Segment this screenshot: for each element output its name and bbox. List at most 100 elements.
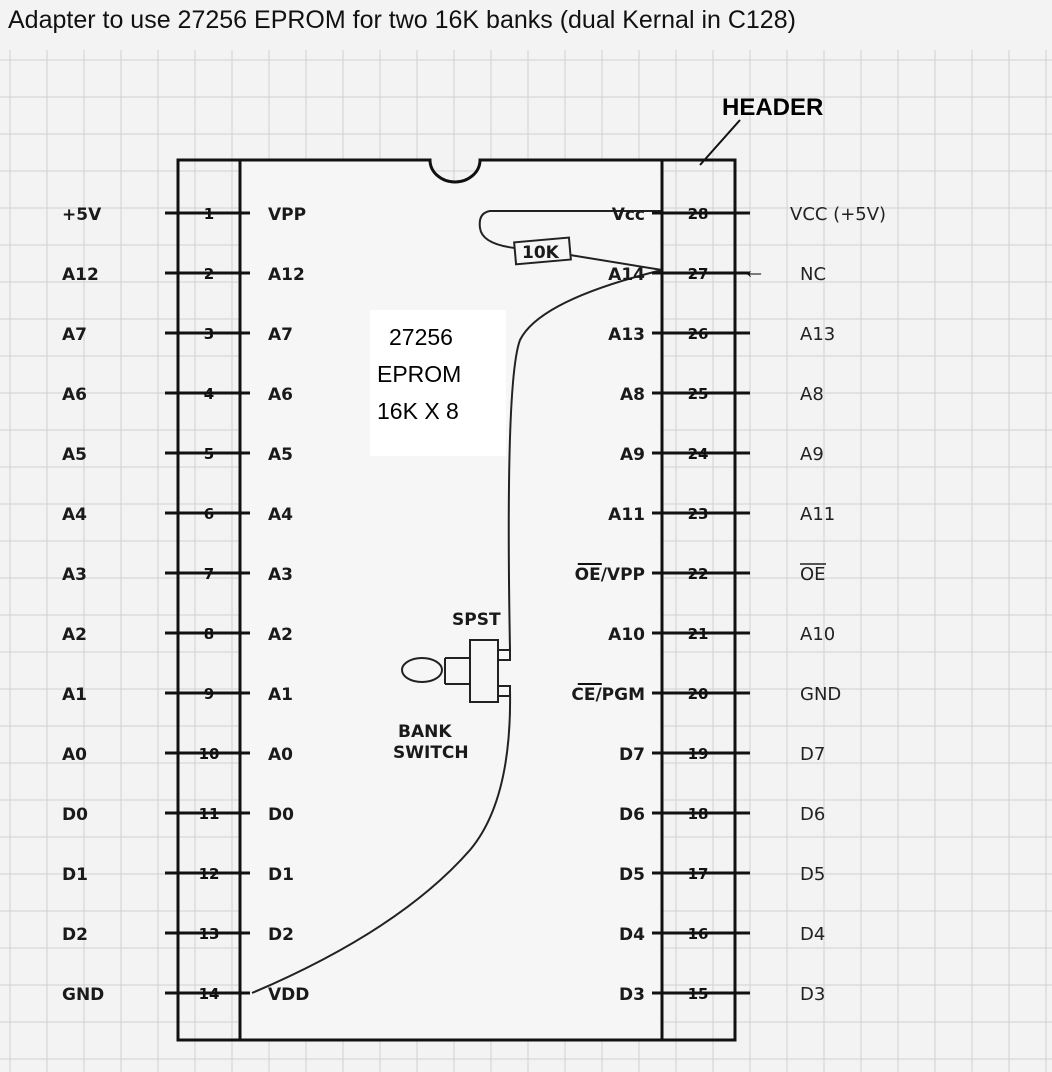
chip-pin-label: A12 xyxy=(268,265,305,285)
pin-number: 9 xyxy=(204,685,214,703)
header-pin-label: A1 xyxy=(62,685,87,705)
pin-lead xyxy=(165,499,250,527)
pin-lead xyxy=(652,619,750,647)
header-pin-label: A3 xyxy=(62,565,87,585)
header-pin-label: D4 xyxy=(800,924,825,945)
header-pin-label: D3 xyxy=(800,984,825,1005)
pin-number: 13 xyxy=(199,925,220,943)
pin-lead xyxy=(165,319,250,347)
pin-number: 22 xyxy=(688,565,709,583)
left-header-strip xyxy=(176,158,242,1042)
header-pin-label: A10 xyxy=(800,624,835,645)
chip-pin-label: A6 xyxy=(268,385,293,405)
pin-number: 15 xyxy=(688,985,709,1003)
pin-number: 3 xyxy=(204,325,214,343)
chip-pin-label: VDD xyxy=(268,985,309,1005)
chip-label-box xyxy=(370,310,506,456)
pin-number: 16 xyxy=(688,925,709,943)
pin-lead xyxy=(165,979,250,1007)
chip-pin-label: D4 xyxy=(619,925,645,945)
chip-pin-label: A8 xyxy=(620,385,645,405)
pin-lead xyxy=(165,439,250,467)
eprom-chip-body xyxy=(238,158,664,1042)
pin-number: 14 xyxy=(199,985,220,1003)
header-pin-label: A12 xyxy=(62,265,99,285)
pin-lead xyxy=(165,739,250,767)
pin-number: 8 xyxy=(204,625,214,643)
chip-pin-label: A14 xyxy=(608,265,645,285)
pin-lead xyxy=(652,379,750,407)
pin-lead xyxy=(652,679,750,707)
switch-to-vdd-wire xyxy=(251,689,512,994)
pin-number: 18 xyxy=(688,805,709,823)
pin-number: 1 xyxy=(204,205,214,223)
pin-lead xyxy=(652,859,750,887)
header-pin-label: A6 xyxy=(62,385,87,405)
switch-type-label: SPST xyxy=(452,610,501,630)
pin-lead xyxy=(652,259,750,287)
spst-switch-icon[interactable] xyxy=(401,639,511,703)
header-pin-label: D1 xyxy=(62,865,88,885)
chip-pin-label: D6 xyxy=(619,805,645,825)
header-pin-label: A0 xyxy=(62,745,87,765)
chip-pin-label: D0 xyxy=(268,805,294,825)
pin-number: 21 xyxy=(688,625,709,643)
pin-lead xyxy=(652,919,750,947)
chip-pin-label: D3 xyxy=(619,985,645,1005)
chip-pin-label: Vcc xyxy=(612,205,645,225)
header-pin-label: D7 xyxy=(800,744,825,765)
pin-lead xyxy=(165,199,250,227)
vcc-pullup-wire xyxy=(478,210,662,249)
header-pin-label: A8 xyxy=(800,384,824,405)
header-pin-label: GND xyxy=(62,985,104,1005)
chip-pin-label: A5 xyxy=(268,445,293,465)
pin-lead xyxy=(165,919,250,947)
header-pin-label: D5 xyxy=(800,864,825,885)
header-pin-label: A7 xyxy=(62,325,87,345)
header-pin-label: NC xyxy=(800,264,826,285)
pin-number: 6 xyxy=(204,505,214,523)
chip-pin-label: A11 xyxy=(608,505,645,525)
pin-number: 17 xyxy=(688,865,709,883)
switch-label-bank: BANK xyxy=(398,722,452,742)
chip-pin-label: D2 xyxy=(268,925,294,945)
header-pin-label: VCC (+5V) xyxy=(790,204,886,225)
pin-number: 7 xyxy=(204,565,214,583)
header-pin-label: D2 xyxy=(62,925,88,945)
pin-number: 24 xyxy=(688,445,709,463)
pin-lead xyxy=(165,619,250,647)
pin-lead xyxy=(652,799,750,827)
resistor-10k xyxy=(513,236,572,266)
resistor-to-a14-wire xyxy=(569,254,663,271)
header-pin-label: A11 xyxy=(800,504,835,525)
pin-number: 28 xyxy=(688,205,709,223)
pin-lead xyxy=(652,739,750,767)
chip-part-number: 27256 xyxy=(389,324,453,350)
a14-to-switch-wire xyxy=(507,269,663,651)
pin-number: 4 xyxy=(204,385,214,403)
chip-pin-label: A3 xyxy=(268,565,293,585)
resistor-value: 10K xyxy=(522,243,560,263)
chip-pin-label: OE/VPP xyxy=(575,565,645,585)
header-pin-label: D0 xyxy=(62,805,88,825)
pin-lead xyxy=(652,439,750,467)
header-pin-label: A4 xyxy=(62,505,87,525)
header-pin-label: OE xyxy=(800,564,826,585)
pin-lead xyxy=(652,559,750,587)
right-header-strip xyxy=(660,158,737,1042)
header-pin-label: D6 xyxy=(800,804,825,825)
chip-organization: 16K X 8 xyxy=(377,398,459,424)
chip-pin-label: A1 xyxy=(268,685,293,705)
pin-lead xyxy=(165,259,250,287)
pin-number: 25 xyxy=(688,385,709,403)
chip-pin-label: CE/PGM xyxy=(571,685,645,705)
chip-pin-label: A4 xyxy=(268,505,293,525)
pin-number: 2 xyxy=(204,265,214,283)
header-pin-label: GND xyxy=(800,684,841,705)
pin-number: 23 xyxy=(688,505,709,523)
header-pin-label: +5V xyxy=(62,205,102,225)
chip-pin-label: A9 xyxy=(620,445,645,465)
pin-lead xyxy=(165,859,250,887)
pin-number: 11 xyxy=(199,805,220,823)
pin-lead xyxy=(165,379,250,407)
